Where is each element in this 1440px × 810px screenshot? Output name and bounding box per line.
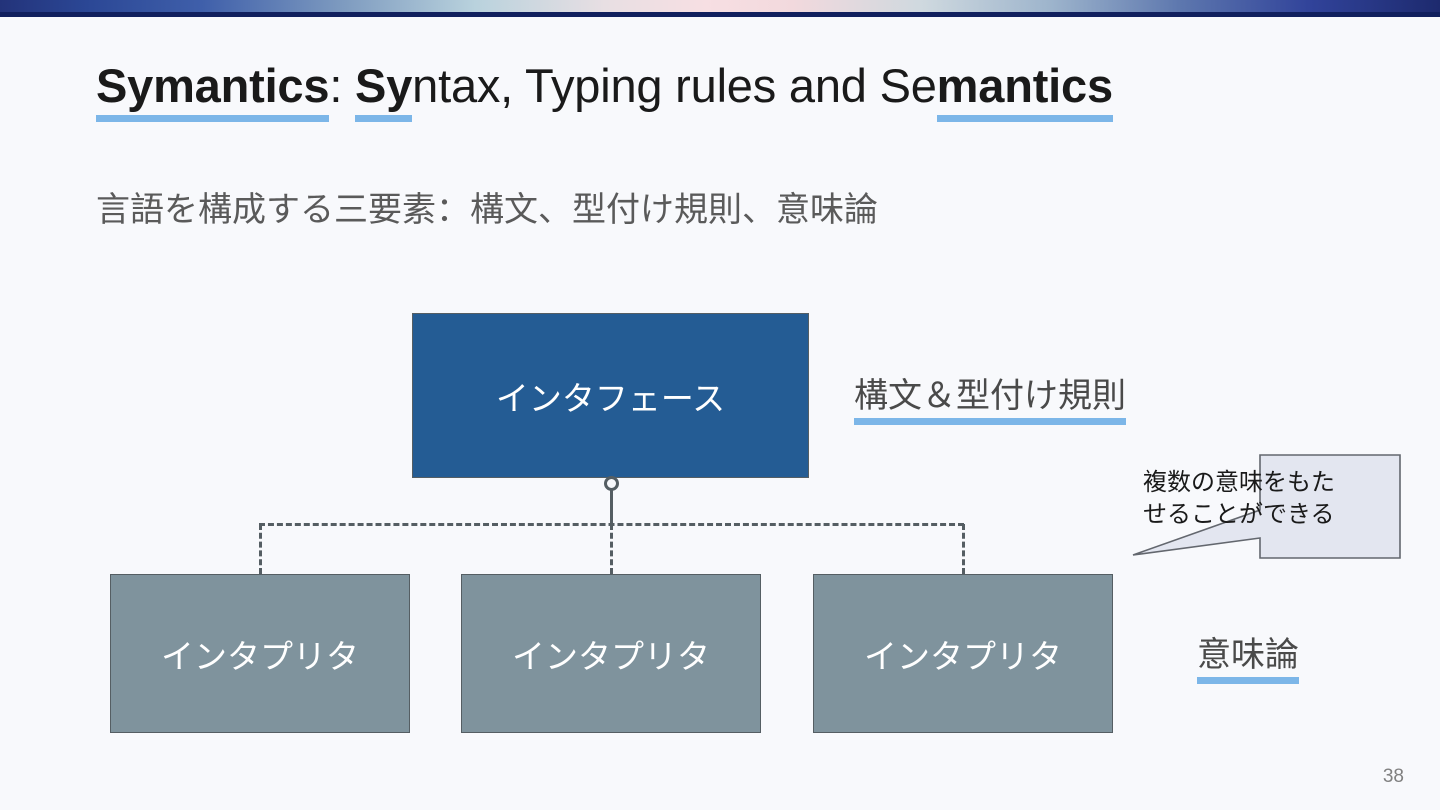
annotation-semantics-text: 意味論: [1197, 635, 1299, 684]
title-part-symantics: Symantics: [96, 57, 330, 122]
title-part-mantics: mantics: [936, 57, 1114, 122]
title-part-sy: Sy: [355, 57, 412, 122]
diagram-node-interpreter-3: インタプリタ: [813, 574, 1113, 733]
diagram-node-interface: インタフェース: [412, 313, 809, 478]
connector-drop-right: [962, 524, 965, 574]
page-number: 38: [1382, 766, 1404, 787]
diagram-node-interpreter-1-label: インタプリタ: [161, 636, 359, 676]
callout-multiple-meanings: 複数の意味をもた せることができる: [1075, 450, 1410, 570]
annotation-syntax-typing-rules-text: 構文＆型付け規則: [854, 376, 1126, 425]
diagram-node-interpreter-1: インタプリタ: [110, 574, 410, 733]
annotation-syntax-typing-rules: 構文＆型付け規則: [854, 374, 1126, 425]
diagram-node-interpreter-2: インタプリタ: [461, 574, 761, 733]
connector-drop-center: [610, 524, 613, 574]
title-part-colon: :: [329, 59, 356, 112]
diagram-node-interpreter-2-label: インタプリタ: [512, 636, 710, 676]
slide-top-decoration-bar: [0, 0, 1440, 12]
title-part-ntax-typing: ntax, Typing rules and Se: [412, 59, 937, 112]
connector-drop-left: [259, 524, 262, 574]
annotation-semantics: 意味論: [1197, 633, 1299, 684]
subtitle-text: 言語を構成する三要素：構文、型付け規則、意味論: [96, 190, 878, 230]
callout-multiple-meanings-text: 複数の意味をもた せることができる: [1143, 468, 1335, 528]
diagram-node-interface-label: インタフェース: [495, 378, 726, 418]
slide-top-bar-edge: [0, 12, 1440, 17]
callout-shape: [1132, 454, 1401, 559]
diagram-node-interpreter-3-label: インタプリタ: [864, 636, 1062, 676]
page-title: Symantics: Syntax, Typing rules and Sema…: [96, 57, 1114, 122]
connector-stem: [609, 489, 613, 525]
